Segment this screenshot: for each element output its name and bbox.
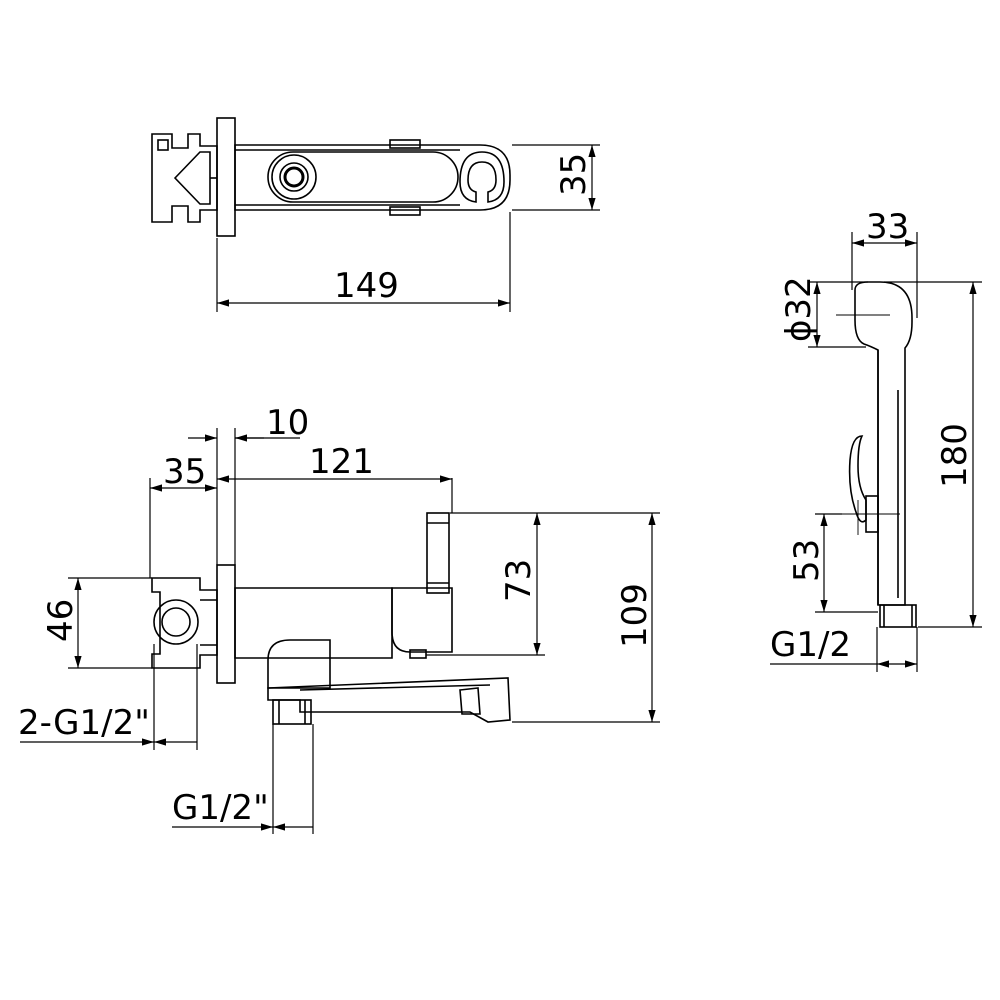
spray-diameter-label: ϕ32 (779, 276, 819, 342)
dim-35-label: 35 (163, 452, 206, 492)
spray-trigger (848, 435, 867, 523)
top-nozzle-ring (271, 154, 317, 200)
dim-10-label: 10 (266, 403, 309, 443)
dim-46-label: 46 (41, 599, 81, 642)
top-view (151, 117, 511, 237)
front-flange (216, 564, 236, 684)
valve-lever (426, 512, 450, 594)
top-connector (151, 133, 218, 223)
top-width-label: 149 (334, 266, 399, 306)
spray-thread-label: G1/2 (770, 625, 851, 665)
spray-centerlines (836, 314, 900, 535)
top-view-dimensions (216, 144, 600, 312)
dim-109-label: 109 (615, 583, 655, 648)
front-connector (151, 577, 218, 669)
dim-121-label: 121 (309, 442, 374, 482)
spray-length-label: 180 (935, 423, 975, 488)
spray-head (854, 281, 913, 606)
outlet-elbow (267, 639, 331, 689)
front-body (234, 587, 393, 659)
top-holder (459, 151, 505, 203)
dim-73-label: 73 (499, 559, 539, 602)
front-view-dimensions (20, 428, 660, 834)
top-flange (216, 117, 236, 237)
inlet-port (153, 599, 199, 645)
outlet-thread-label: G1/2" (172, 788, 269, 828)
valve-body (391, 587, 453, 653)
top-height-label: 35 (554, 153, 594, 196)
outlet-nut (272, 699, 312, 725)
inlet-thread-label: 2-G1/2" (18, 703, 150, 743)
spray-width-label: 33 (866, 207, 909, 247)
spray-view (848, 281, 917, 628)
front-view (151, 512, 511, 725)
top-body (234, 144, 511, 211)
top-nozzle-slot (267, 151, 459, 203)
spray-thread (879, 604, 917, 628)
spray-view-dimensions (770, 232, 982, 672)
spray-trigger-label: 53 (787, 539, 827, 582)
